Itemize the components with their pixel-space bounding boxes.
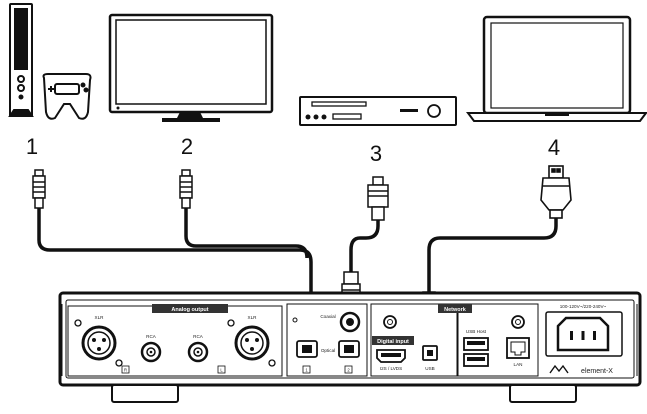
cable-3-optical	[349, 220, 380, 272]
source-number-3: 3	[370, 141, 382, 166]
channel-left-tag: R	[124, 368, 127, 373]
lan-label: LAN	[514, 362, 523, 367]
network-screw-icon	[511, 315, 525, 329]
optical-port-2-tag: 2	[347, 368, 350, 373]
digital-input-section	[286, 303, 368, 377]
television-icon	[108, 13, 274, 122]
laptop-icon	[466, 15, 647, 122]
cable-1-coaxial	[37, 208, 313, 300]
digital-io-section	[370, 303, 458, 377]
rca-right-label: RCA	[193, 334, 204, 339]
cable-4-usb	[427, 218, 558, 292]
xlr-right-label: XLR	[248, 315, 258, 320]
usb-input-port	[422, 345, 438, 361]
xlr-left-jack	[74, 319, 123, 367]
usb-input-label: USB	[425, 366, 434, 371]
analog-output-header: Analog output	[171, 307, 208, 313]
source-number-1: 1	[26, 134, 38, 159]
usb-host-port-1	[463, 337, 489, 351]
usb-host-port-2	[463, 353, 489, 367]
xlr-right-jack	[227, 319, 276, 367]
digital-input-header: Digital input	[377, 339, 409, 345]
ground-screw-icon	[383, 315, 397, 329]
optical-input-2	[338, 340, 360, 358]
brand-label: element-X	[581, 368, 613, 375]
game-console-icon	[8, 3, 92, 120]
xlr-left-label: XLR	[95, 315, 105, 320]
usb-host-label: USB Host	[466, 329, 487, 334]
i2s-lvds-port	[376, 349, 406, 363]
rca-left-label: RCA	[146, 334, 157, 339]
cable-2-coaxial	[184, 208, 309, 259]
coaxial-label: Coaxial	[320, 314, 335, 319]
power-rating-label: 100-120V~/220-240V~	[560, 304, 607, 309]
rca-right-jack	[187, 341, 209, 363]
optical-plug-3-icon	[367, 176, 389, 221]
usb-plug-4-icon	[540, 165, 572, 219]
foot-left	[111, 384, 179, 403]
source-number-2: 2	[181, 134, 193, 159]
source-number-4: 4	[548, 135, 560, 160]
optical-input-1	[296, 340, 318, 358]
dac-back-panel: Analog output Digital input Network XLR …	[58, 291, 642, 403]
rca-plug-2-icon	[179, 169, 193, 209]
channel-right-tag: L	[220, 368, 223, 373]
optical-label: Optical	[321, 348, 335, 353]
rca-plug-1-icon	[32, 169, 46, 209]
coaxial-input-jack	[292, 311, 361, 333]
iec-power-inlet	[545, 311, 623, 357]
network-section	[457, 303, 539, 377]
optical-port-1-tag: 1	[305, 368, 308, 373]
i2s-lvds-label: I2S / LVDS	[380, 366, 402, 371]
disc-player-icon	[299, 96, 457, 126]
foot-right	[509, 384, 577, 403]
gamepad-icon	[42, 73, 92, 120]
network-header: Network	[444, 307, 467, 313]
brand-logo-icon	[549, 364, 569, 374]
rca-left-jack	[140, 341, 162, 363]
lan-port	[506, 337, 530, 359]
